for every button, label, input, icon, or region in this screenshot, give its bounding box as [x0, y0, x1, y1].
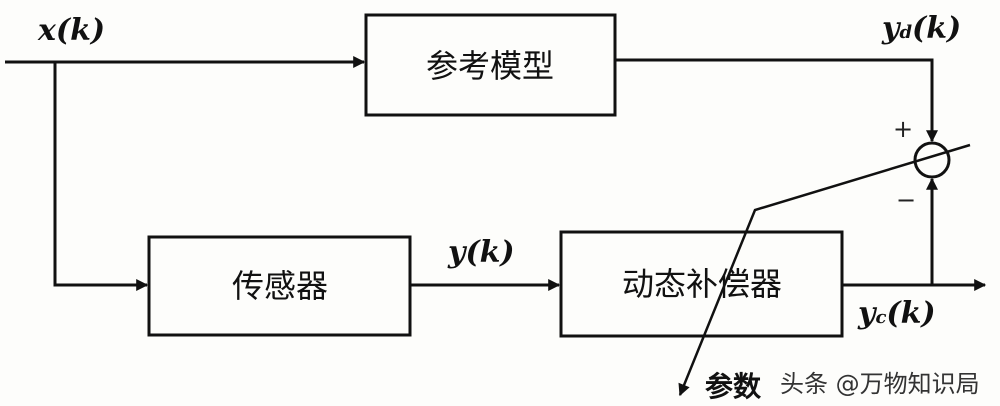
reference-output-label: yd(k) — [881, 11, 961, 46]
reference-model-box — [364, 13, 617, 117]
adaptation-line — [678, 143, 971, 397]
compensator-output-label: yc(k) — [857, 296, 936, 331]
parameter-label: 参数 — [705, 370, 762, 403]
minus-sign: − — [896, 186, 916, 214]
watermark: 头条 @万物知识局 — [780, 370, 980, 398]
sensor-output-label: y(k) — [447, 235, 515, 270]
reference-output-line — [615, 58, 938, 143]
input-branch — [53, 62, 149, 291]
sensor-label: 传感器 — [232, 267, 328, 305]
summing-junction — [913, 141, 951, 179]
compensator-label: 动态补偿器 — [622, 265, 782, 303]
input-signal-label: x(k) — [37, 13, 105, 48]
plus-sign: + — [893, 115, 913, 143]
reference-model-label: 参考模型 — [426, 47, 554, 85]
